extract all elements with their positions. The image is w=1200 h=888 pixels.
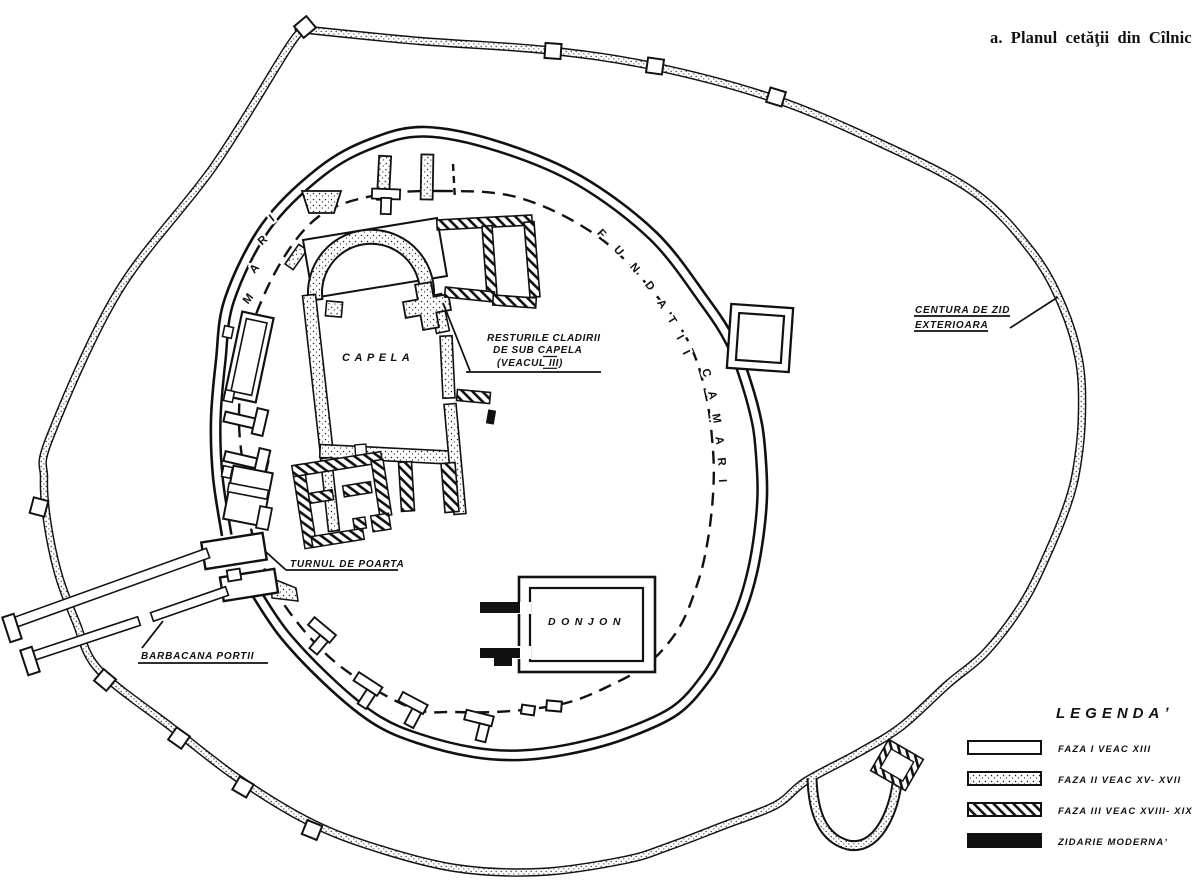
svg-text:I: I [716, 479, 728, 483]
svg-text:DONJON: DONJON [548, 616, 626, 628]
svg-text:CAPELA: CAPELA [342, 352, 414, 364]
svg-text:LEGENDAʼ: LEGENDAʼ [1056, 705, 1174, 722]
svg-text:M: M [709, 413, 722, 425]
svg-text:DE SUB CAPELA: DE SUB CAPELA [493, 345, 582, 356]
svg-text:ZIDARIE MODERNAʼ: ZIDARIE MODERNAʼ [1057, 837, 1168, 848]
svg-text:EXTERIOARA: EXTERIOARA [915, 320, 989, 331]
svg-text:CENTURA DE ZID: CENTURA DE ZID [915, 305, 1010, 316]
svg-text:a. Planul cetăţii din Cîlnic: a. Planul cetăţii din Cîlnic [990, 28, 1192, 47]
svg-text:TURNUL DE POARTA: TURNUL DE POARTA [290, 559, 404, 570]
svg-text:BARBACANA PORTII: BARBACANA PORTII [141, 651, 254, 662]
svg-text:FAZA II VEAC XV- XVII: FAZA II VEAC XV- XVII [1058, 775, 1181, 786]
svg-text:(VEACUL III): (VEACUL III) [497, 358, 563, 369]
svg-text:A: A [712, 436, 725, 446]
svg-text:RESTURILE CLADIRII: RESTURILE CLADIRII [487, 333, 601, 344]
svg-text:FAZA III VEAC XVIII- XIX: FAZA III VEAC XVIII- XIX [1058, 806, 1193, 817]
svg-text:FAZA I VEAC XIII: FAZA I VEAC XIII [1058, 744, 1151, 755]
